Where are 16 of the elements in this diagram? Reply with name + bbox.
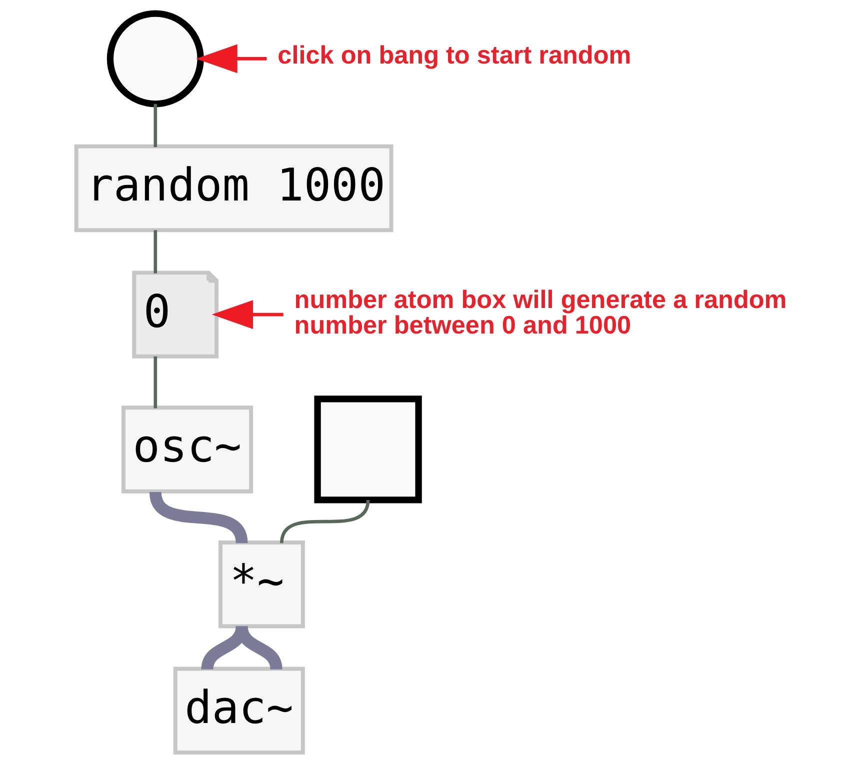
node-box: dac~: [172, 666, 304, 754]
connector: [153, 104, 157, 148]
connector: [235, 625, 282, 670]
node-box: *~: [218, 540, 304, 628]
node-box: osc~: [121, 406, 253, 494]
node-text: number atom box will generate a random number between 0 and 1000: [294, 286, 786, 340]
connector: [149, 490, 248, 544]
arrow: [211, 300, 283, 329]
connector: [280, 500, 370, 544]
node-box: [314, 396, 422, 504]
connector: [153, 230, 157, 274]
node-box: random 1000: [74, 144, 393, 232]
node-circle: [106, 10, 204, 108]
arrow: [196, 44, 266, 74]
node-text: click on bang to start random: [277, 42, 631, 70]
connector: [153, 356, 157, 408]
